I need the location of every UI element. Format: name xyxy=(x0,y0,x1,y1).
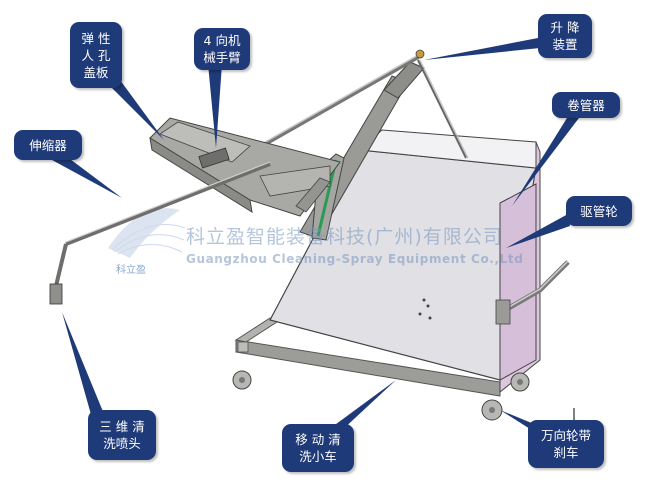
label-lifting-device: 升 降 装置 xyxy=(538,14,592,58)
watermark-logo-text: 科立盈 xyxy=(116,265,146,276)
watermark-logo-icon xyxy=(108,208,186,258)
telescoper-arm xyxy=(49,161,271,305)
watermark-company-cn: 科立盈智能装备科技(广州)有限公司 xyxy=(186,226,503,248)
label-caster-brake: 万向轮带 刹车 xyxy=(528,420,604,468)
caster-wheels xyxy=(232,370,575,421)
label-hose-reel: 卷管器 xyxy=(552,92,620,118)
label-robot-arm: 4 向机 械手臂 xyxy=(194,28,250,70)
label-elastic-manhole-cover: 弹 性 人 孔 盖板 xyxy=(70,22,122,88)
hose-drive-pipe xyxy=(495,260,570,325)
label-hose-drive-wheel: 驱管轮 xyxy=(566,196,632,226)
label-mobile-cart: 移 动 清 洗小车 xyxy=(282,424,354,472)
label-spray-head-3d: 三 维 清 洗喷头 xyxy=(88,410,156,460)
label-telescoper: 伸缩器 xyxy=(14,130,82,160)
mobile-cart-cabinet xyxy=(269,129,541,394)
watermark-company-en: Guangzhou Cleaning-Spray Equipment Co.,L… xyxy=(186,252,524,266)
manhole-cover-assembly xyxy=(149,117,341,217)
callout-pointers xyxy=(52,38,582,434)
